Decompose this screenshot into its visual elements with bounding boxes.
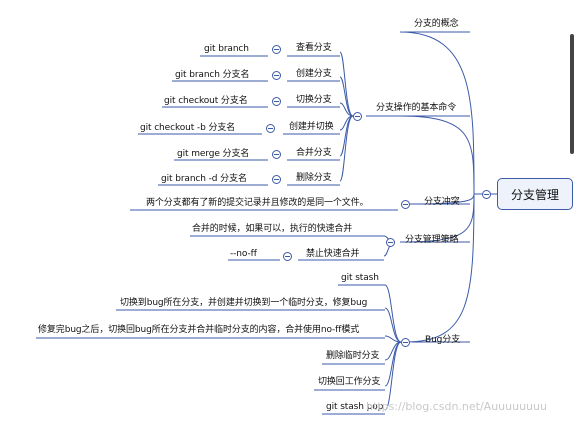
command-name[interactable]: 创建并切换 xyxy=(289,122,334,132)
row-collapse-icon[interactable] xyxy=(272,150,281,159)
commands-collapse-icon[interactable] xyxy=(353,112,362,121)
command-syntax[interactable]: git branch 分支名 xyxy=(175,70,250,80)
root-collapse-icon[interactable] xyxy=(482,190,491,199)
topic-conflict[interactable]: 分支冲突 xyxy=(424,197,460,207)
strategy-child-collapse-icon[interactable] xyxy=(283,252,292,261)
command-name[interactable]: 合并分支 xyxy=(296,148,332,158)
bug-item[interactable]: 切换到bug所在分支，并创建并切换到一个临时分支，修复bug xyxy=(120,298,368,308)
scrollbar[interactable] xyxy=(570,34,574,154)
topic-strategy[interactable]: 分支管理策略 xyxy=(405,235,459,245)
command-syntax[interactable]: git branch xyxy=(204,44,249,54)
row-collapse-icon[interactable] xyxy=(272,45,281,54)
command-syntax[interactable]: git merge 分支名 xyxy=(177,149,250,159)
topic-concept[interactable]: 分支的概念 xyxy=(414,19,459,29)
bug-item[interactable]: 切换回工作分支 xyxy=(318,377,381,387)
row-collapse-icon[interactable] xyxy=(272,71,281,80)
root-node[interactable]: 分支管理 xyxy=(497,178,573,210)
conflict-note[interactable]: 两个分支都有了新的提交记录并且修改的是同一个文件。 xyxy=(146,198,369,208)
strategy-note[interactable]: 合并的时候，如果可以，执行的快速合并 xyxy=(192,224,353,234)
bug-collapse-icon[interactable] xyxy=(401,338,410,347)
command-syntax[interactable]: git checkout 分支名 xyxy=(164,96,248,106)
command-name[interactable]: 切换分支 xyxy=(296,95,332,105)
watermark: https://blog.csdn.net/Auuuuuuuu xyxy=(366,400,547,413)
bug-item[interactable]: git stash xyxy=(341,273,379,283)
bug-item[interactable]: 修复完bug之后，切换回bug所在分支并合并临时分支的内容，合并使用no-ff模… xyxy=(38,325,360,335)
row-collapse-icon[interactable] xyxy=(272,97,281,106)
command-name[interactable]: 删除分支 xyxy=(296,173,332,183)
strategy-child-detail[interactable]: --no-ff xyxy=(230,249,257,259)
bug-item[interactable]: 删除临时分支 xyxy=(326,351,380,361)
topic-commands[interactable]: 分支操作的基本命令 xyxy=(376,103,457,113)
command-name[interactable]: 创建分支 xyxy=(296,69,332,79)
conflict-collapse-icon[interactable] xyxy=(401,200,410,209)
strategy-child[interactable]: 禁止快速合并 xyxy=(306,249,360,259)
command-syntax[interactable]: git checkout -b 分支名 xyxy=(140,123,236,133)
row-collapse-icon[interactable] xyxy=(266,124,275,133)
command-name[interactable]: 查看分支 xyxy=(296,43,332,53)
strategy-collapse-icon[interactable] xyxy=(386,238,395,247)
row-collapse-icon[interactable] xyxy=(272,175,281,184)
bug-item[interactable]: git stash pop xyxy=(326,402,384,412)
command-syntax[interactable]: git branch -d 分支名 xyxy=(161,174,247,184)
topic-bug[interactable]: Bug分支 xyxy=(425,335,461,345)
